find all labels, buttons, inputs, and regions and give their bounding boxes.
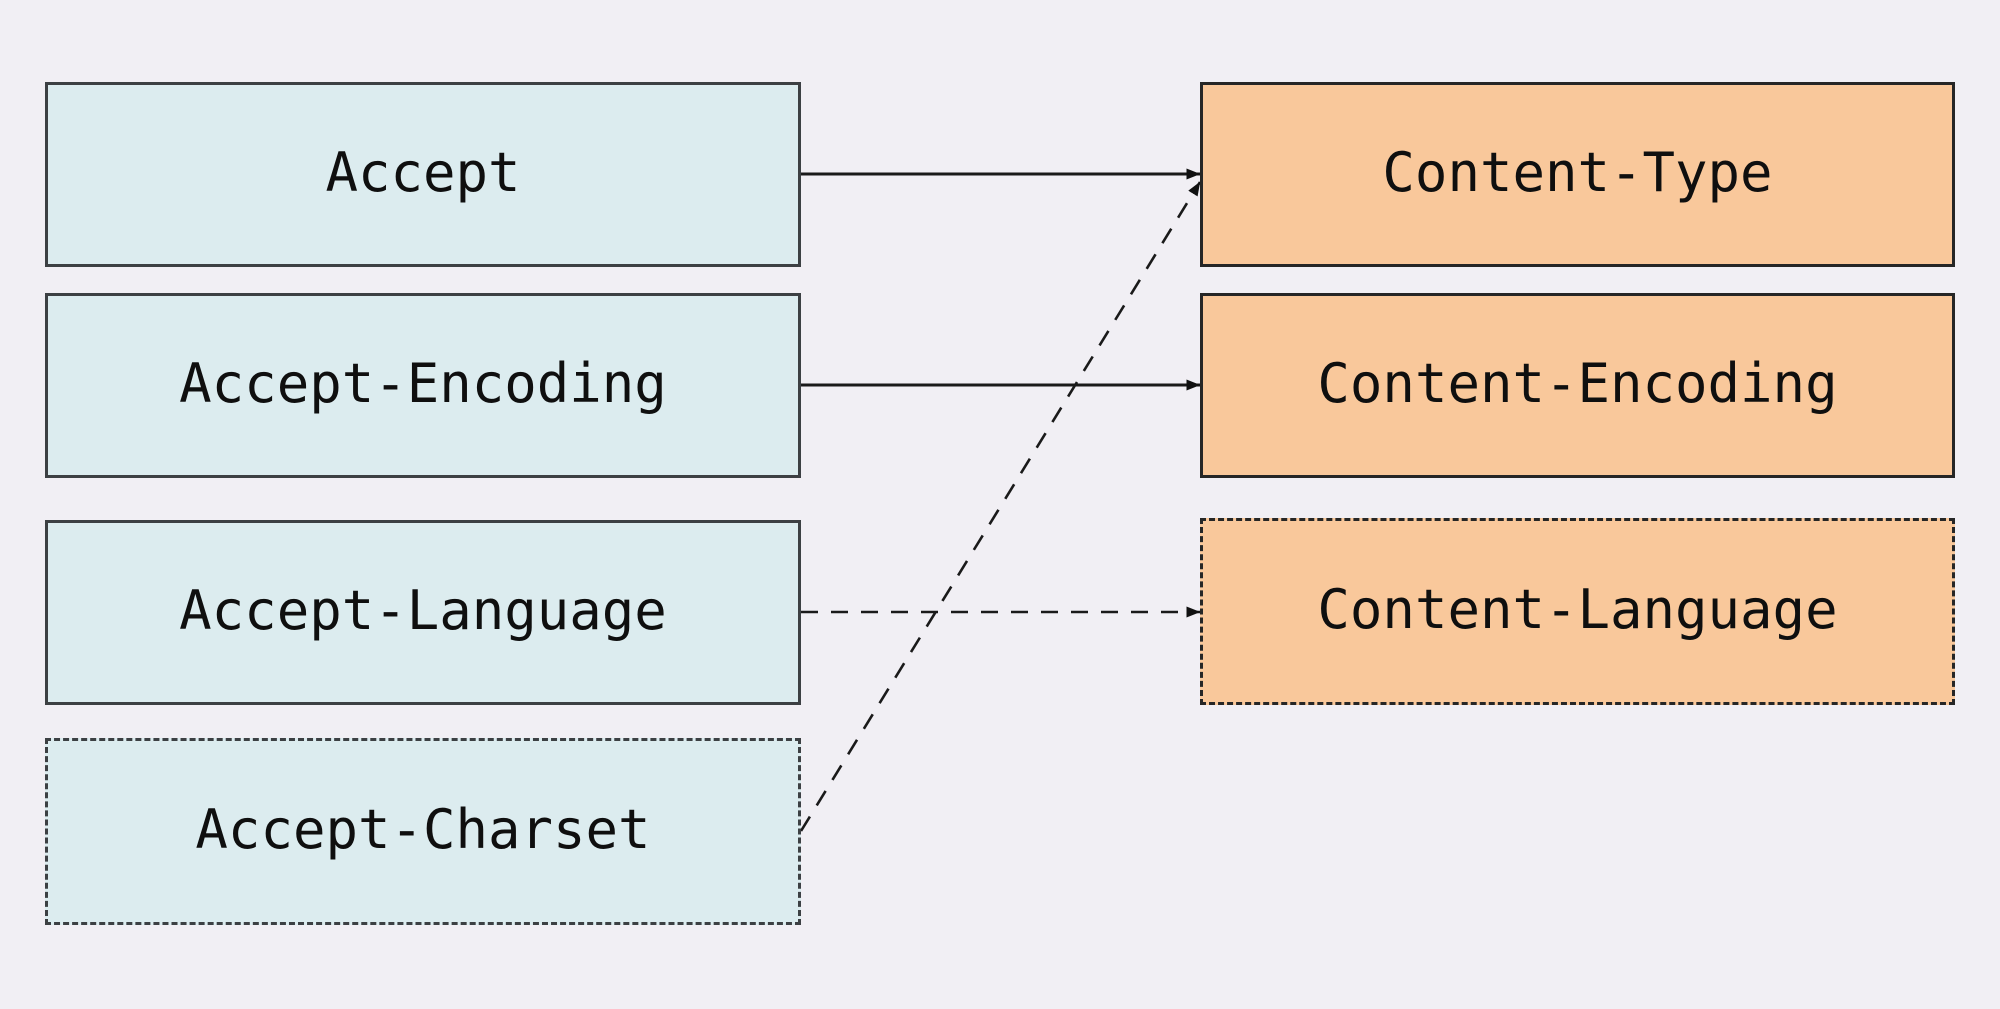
- node-label-content-type: Content-Type: [1382, 140, 1773, 204]
- node-label-content-language: Content-Language: [1317, 577, 1838, 641]
- node-content-language[interactable]: Content-Language: [1200, 518, 1955, 705]
- node-content-encoding[interactable]: Content-Encoding: [1200, 293, 1955, 478]
- node-accept[interactable]: Accept: [45, 82, 801, 267]
- edge-accept-charset-to-content-type: [799, 181, 1202, 832]
- node-label-accept-language: Accept-Language: [179, 578, 667, 642]
- node-label-accept: Accept: [325, 140, 521, 204]
- node-label-accept-encoding: Accept-Encoding: [179, 351, 667, 415]
- node-label-accept-charset: Accept-Charset: [195, 797, 651, 861]
- node-accept-charset[interactable]: Accept-Charset: [45, 738, 801, 925]
- edges-group: [799, 168, 1202, 832]
- node-content-type[interactable]: Content-Type: [1200, 82, 1955, 267]
- node-accept-encoding[interactable]: Accept-Encoding: [45, 293, 801, 478]
- node-accept-language[interactable]: Accept-Language: [45, 520, 801, 705]
- node-label-content-encoding: Content-Encoding: [1317, 351, 1838, 415]
